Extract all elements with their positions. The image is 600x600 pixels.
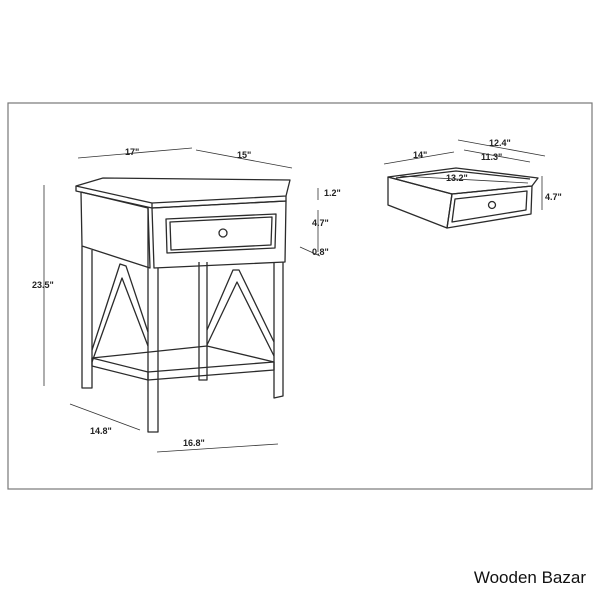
drawer-inner-rim (395, 170, 531, 180)
drawer-knob (218, 228, 228, 238)
brand-label: Wooden Bazar (473, 568, 586, 587)
brace-front-1 (206, 269, 275, 343)
table-top-side-edge (75, 186, 153, 209)
dim-depth-base: 14.8" (90, 426, 112, 436)
drawer-drawing (387, 167, 539, 229)
drawer-front (165, 213, 277, 254)
lower-shelf (91, 345, 275, 373)
leg-front-right (273, 262, 284, 399)
drawer-inner (169, 216, 273, 251)
dim-width-base: 16.8" (183, 438, 205, 448)
lower-shelf-edge (147, 362, 275, 381)
brace-side-1 (91, 263, 149, 351)
lower-shelf-side (91, 358, 149, 381)
dim-drawer-width-outer: 12.4" (489, 138, 511, 148)
dim-width-top: 17" (125, 147, 139, 157)
brace-side-2 (91, 277, 149, 363)
leg-back-right (198, 262, 208, 381)
apron-front (151, 200, 287, 269)
table-top (75, 177, 291, 204)
dim-drawer-front-width: 13.2" (446, 173, 468, 183)
dim-top-thickness: 1.2" (324, 188, 341, 198)
dim-depth-top: 15" (237, 150, 251, 160)
leg-back-left (81, 246, 93, 389)
drawer-dimension-lines (383, 139, 546, 210)
drawer-box-knob (487, 200, 497, 210)
brace-front-2 (206, 281, 275, 357)
nightstand-drawing (75, 177, 291, 433)
dim-drawer-height-2: 4.7" (545, 192, 562, 202)
apron-side (80, 191, 151, 269)
diagram-frame (7, 102, 593, 490)
nightstand-dimension-lines (43, 147, 321, 453)
drawer-box-front-panel (451, 190, 528, 223)
dim-drawer-width-inner: 11.3" (481, 152, 502, 162)
drawer-box-front (446, 185, 533, 229)
leg-front-left (147, 208, 159, 433)
dim-drawer-height: 4.7" (312, 218, 329, 228)
dim-rail-height: 0.8" (312, 247, 329, 257)
dim-total-height: 23.5" (32, 280, 54, 290)
dim-drawer-depth: 14" (413, 150, 427, 160)
drawer-box-side (387, 176, 453, 229)
